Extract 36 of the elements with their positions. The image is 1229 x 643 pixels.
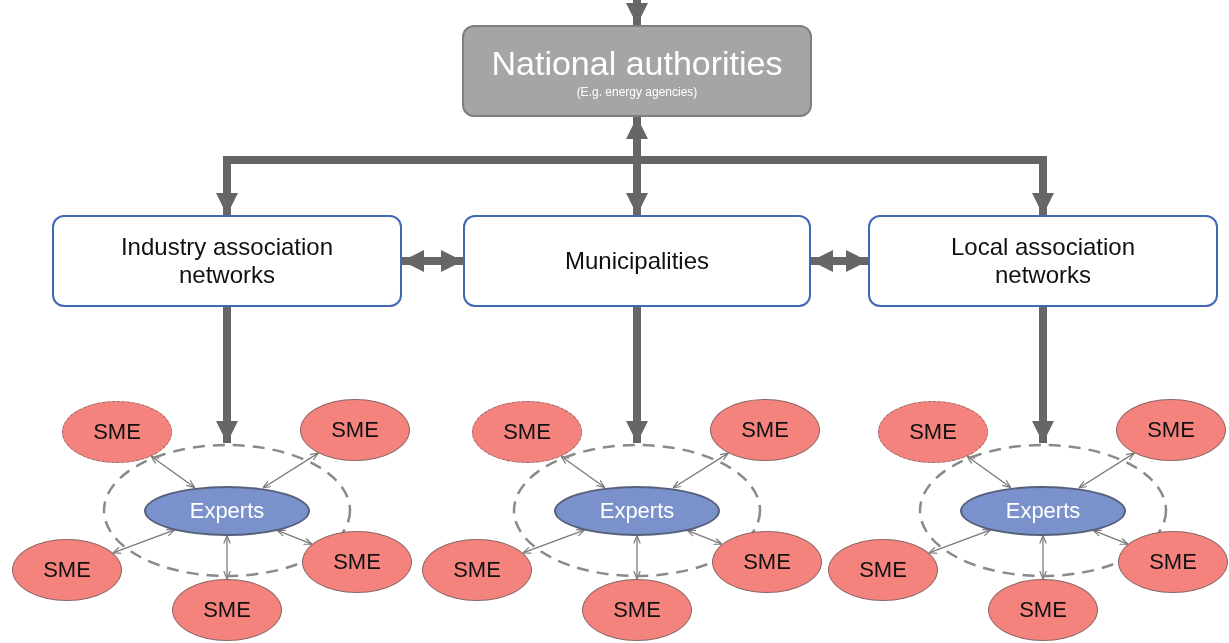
sme-ellipse: SME: [710, 399, 820, 461]
sme-ellipse: SME: [1118, 531, 1228, 593]
double-arrow: [223, 534, 231, 580]
double-arrow: [112, 529, 176, 554]
double-arrow: [522, 529, 586, 554]
sme-ellipse: SME: [300, 399, 410, 461]
sme-ellipse: SME: [712, 531, 822, 593]
sme-ellipse: SME: [1116, 399, 1226, 461]
organization-box: Municipalities: [463, 215, 811, 307]
double-arrow: [402, 250, 463, 272]
organization-box: Industry association networks: [52, 215, 402, 307]
sme-ellipse: SME: [988, 579, 1098, 641]
double-arrow: [928, 529, 992, 554]
double-arrow: [633, 534, 641, 580]
sme-ellipse: SME: [302, 531, 412, 593]
sme-ellipse: SME: [828, 539, 938, 601]
double-arrow: [1092, 529, 1129, 545]
double-arrow: [1039, 534, 1047, 580]
sme-ellipse: SME: [172, 579, 282, 641]
expert-ellipse: Experts: [554, 485, 720, 536]
sme-ellipse: SME: [12, 539, 122, 601]
sme-ellipse: SME: [582, 579, 692, 641]
double-arrow: [276, 529, 313, 545]
sme-ellipse: SME: [878, 401, 988, 463]
arrow: [626, 0, 648, 25]
expert-ellipse: Experts: [144, 485, 310, 536]
organization-box: Local association networks: [868, 215, 1218, 307]
sme-ellipse: SME: [472, 401, 582, 463]
sme-ellipse: SME: [62, 401, 172, 463]
double-arrow: [686, 529, 723, 545]
sme-ellipse: SME: [422, 539, 532, 601]
box-title: National authorities: [491, 43, 783, 85]
authority-box: [462, 25, 812, 117]
box-subtitle: (E.g. energy agencies): [576, 85, 698, 101]
expert-ellipse: Experts: [960, 485, 1126, 536]
double-arrow: [811, 250, 868, 272]
